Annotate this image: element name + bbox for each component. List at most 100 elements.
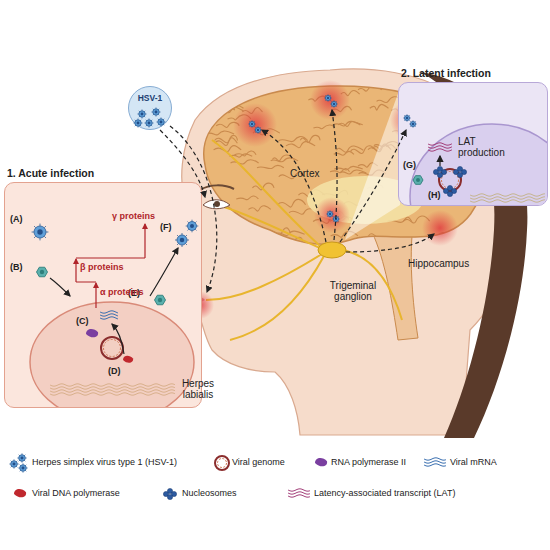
viral-genome-strand [442, 172, 459, 189]
virion-spike [144, 116, 146, 118]
capsid [413, 176, 423, 185]
virion-spike [339, 219, 340, 220]
virion-spike [337, 220, 339, 222]
infection-spot [314, 197, 350, 233]
virion-spike [410, 118, 411, 119]
virion-envelope [177, 235, 187, 245]
virion-spike [163, 124, 165, 126]
legend-text: Latency-associated transcript (LAT) [314, 488, 455, 499]
virion-spike [19, 464, 21, 466]
virion-spike [192, 231, 193, 233]
virion-spike [134, 125, 136, 127]
virion-spike [17, 464, 18, 465]
legend-icon [424, 458, 446, 466]
virion-spike [23, 463, 24, 464]
virion-envelope [135, 120, 141, 126]
gyrus-line [330, 169, 349, 173]
virion-core [180, 238, 185, 243]
virion-spike [142, 110, 143, 111]
virion-spike [24, 460, 26, 462]
virion-spike [18, 454, 20, 456]
infection-spot [233, 103, 277, 147]
nucleosome [461, 169, 466, 174]
route-arrow [340, 130, 406, 242]
virion-spike [19, 470, 21, 472]
gyrus-line [248, 81, 278, 89]
virus-circle: HSV-1 [128, 86, 172, 130]
virion-core [37, 229, 42, 234]
virion-envelope [11, 461, 18, 468]
legend-icon [315, 458, 327, 466]
rna-polymerase-icon [315, 458, 327, 466]
virion-core [329, 213, 331, 215]
gyrus-line [358, 86, 382, 92]
virion-spike [331, 101, 333, 103]
virion [324, 94, 331, 101]
virion-spike [331, 215, 333, 217]
virion-spike [407, 121, 408, 122]
node-heading: HSV-1 [129, 93, 171, 103]
node-heading: 1. Acute infection [7, 167, 94, 179]
virion-spike [25, 464, 27, 466]
virion-core [335, 218, 337, 220]
nucleus [30, 302, 194, 407]
virion-spike [330, 210, 331, 211]
virion-spike [182, 245, 183, 247]
virion-spike [188, 222, 189, 223]
legend-text: RNA polymerase II [331, 457, 406, 468]
capsid-core [158, 298, 162, 302]
virion-spike [26, 468, 27, 469]
capsid-core [416, 178, 420, 182]
region-label: Cortex [290, 168, 319, 179]
virion-spike [414, 125, 416, 127]
gyrus-line [478, 235, 508, 240]
lat-icon [288, 495, 310, 497]
virion [409, 120, 416, 127]
route-arrow [170, 126, 217, 292]
legend-text: Herpes simplex virus type 1 (HSV-1) [32, 457, 177, 468]
chromatin [50, 387, 175, 389]
virion-spike [151, 119, 153, 121]
dna-polymerase-icon [14, 489, 26, 497]
virion-spike [408, 115, 410, 117]
region-label: Hippocampus [408, 258, 469, 269]
virion-spike [255, 127, 257, 129]
nucleosome [433, 169, 438, 174]
lat-transcript [428, 149, 452, 151]
virion-spike [259, 131, 261, 133]
nucleosome [437, 166, 442, 171]
virion-spike [327, 215, 329, 217]
virion-envelope [331, 101, 336, 106]
virion-spike [334, 100, 335, 101]
gyrus-line [355, 234, 379, 242]
legend-icons [9, 453, 446, 499]
virion-spike [334, 107, 335, 108]
virion-core [412, 123, 414, 125]
eyebrow [200, 185, 234, 190]
route-arrow [332, 110, 337, 240]
virion-spike [335, 105, 337, 107]
virion [254, 126, 261, 133]
virion-spike [416, 124, 417, 125]
virion-spike [195, 222, 196, 223]
viral-genome-strand [218, 459, 227, 468]
virion-spike [145, 125, 147, 127]
virion-core [333, 103, 335, 105]
rna-polymerase [86, 329, 98, 337]
virion-envelope [34, 226, 46, 238]
viral-genome [101, 337, 123, 359]
step-arrow [150, 248, 178, 296]
virion [18, 463, 27, 472]
virion-core [190, 224, 194, 228]
virion-spike [331, 105, 333, 107]
virion-spike [134, 119, 136, 121]
virion-spike [403, 118, 404, 119]
legend-icon [9, 453, 27, 472]
virion-spike [408, 119, 410, 121]
virion-spike [149, 126, 150, 127]
virion-spike [336, 222, 337, 223]
virion-spike [329, 95, 331, 97]
virion-envelope [158, 119, 164, 125]
virion-spike [10, 460, 12, 462]
virion-spike [145, 119, 147, 121]
